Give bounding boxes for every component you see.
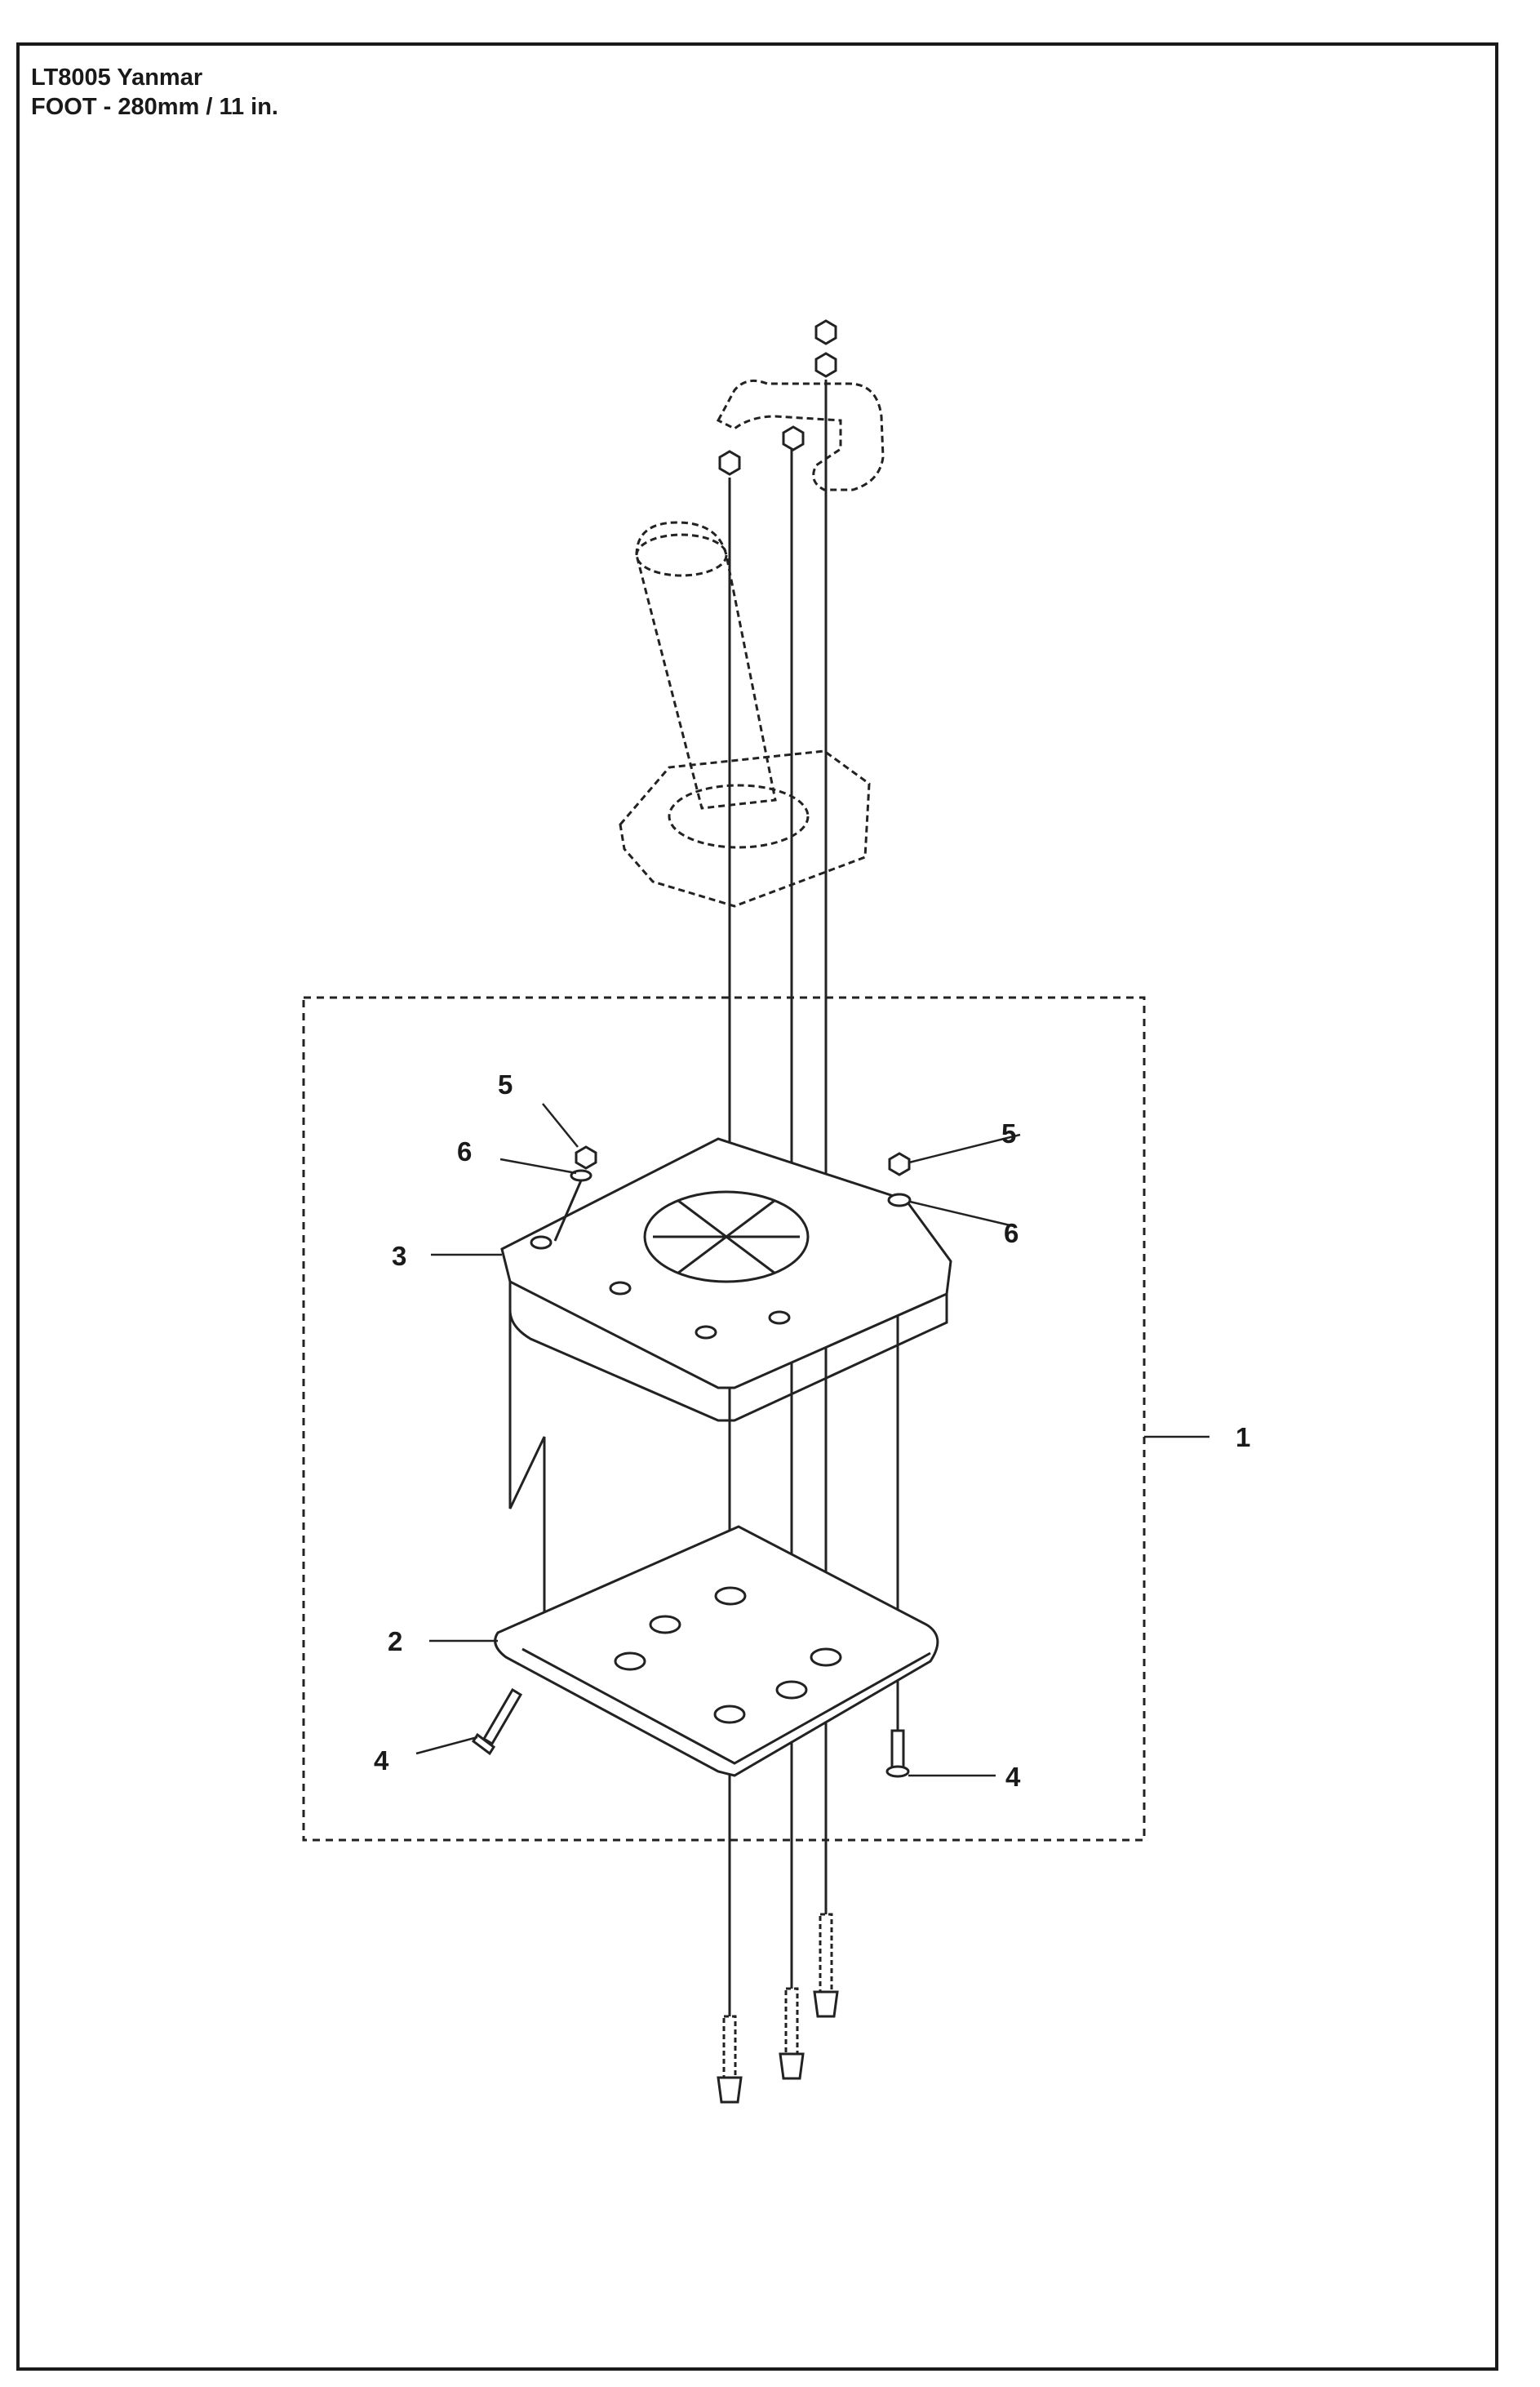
callout-2: 2 <box>388 1626 402 1656</box>
base-plate-lip <box>521 1647 931 1765</box>
mounting-flange <box>619 749 871 908</box>
callout-5-left: 5 <box>498 1069 513 1100</box>
page-frame <box>16 42 1498 2371</box>
handle-bracket <box>716 379 885 491</box>
diagram-subtitle: FOOT - 280mm / 11 in. <box>31 94 278 120</box>
callout-6-right: 6 <box>1004 1218 1019 1248</box>
base-boss-4 <box>810 1647 842 1667</box>
top-plate <box>500 1137 952 1422</box>
washer-right <box>887 1193 912 1207</box>
callout-4-left: 4 <box>374 1745 389 1776</box>
nut-left <box>575 1145 597 1170</box>
nut-top-3 <box>718 450 741 476</box>
upper-nuts <box>718 319 837 476</box>
base-boss-1 <box>649 1615 681 1634</box>
screw-right-head <box>885 1765 910 1778</box>
column-tube-top <box>635 533 728 577</box>
assembly-boundary <box>302 996 1146 1842</box>
flange-bore <box>668 784 810 849</box>
diagram-title: LT8005 Yanmar <box>31 64 203 91</box>
callout-5-right: 5 <box>1001 1118 1016 1149</box>
base-plate-body <box>494 1525 939 1777</box>
base-boss-2 <box>714 1586 747 1606</box>
screw-right <box>890 1729 905 1769</box>
nut-top-4 <box>782 425 805 451</box>
base-boss-6 <box>713 1705 746 1724</box>
column-tube <box>635 521 777 810</box>
bolt-2 <box>784 1987 799 2056</box>
small-hardware <box>553 1145 912 1242</box>
callout-4-right: 4 <box>1005 1762 1021 1792</box>
base-boss-3 <box>614 1651 646 1671</box>
leader-lines <box>415 1103 1209 1777</box>
side-cutaway-line <box>508 1310 546 1625</box>
screws <box>471 1687 910 1778</box>
nut-top-1 <box>814 319 837 345</box>
bolt-1 <box>722 2015 737 2079</box>
upper-reference-parts <box>619 379 885 908</box>
bolt-3 <box>819 1913 833 1994</box>
callout-1: 1 <box>1236 1422 1250 1452</box>
nut-right <box>888 1152 911 1176</box>
callout-6-left: 6 <box>457 1136 472 1167</box>
screw-left <box>482 1687 523 1746</box>
long-bolts <box>717 1913 839 2104</box>
base-boss-5 <box>775 1680 808 1700</box>
nut-top-2 <box>814 352 837 378</box>
base-plate <box>494 1525 939 1777</box>
screw-left-head <box>471 1732 496 1756</box>
callout-3: 3 <box>392 1241 406 1271</box>
